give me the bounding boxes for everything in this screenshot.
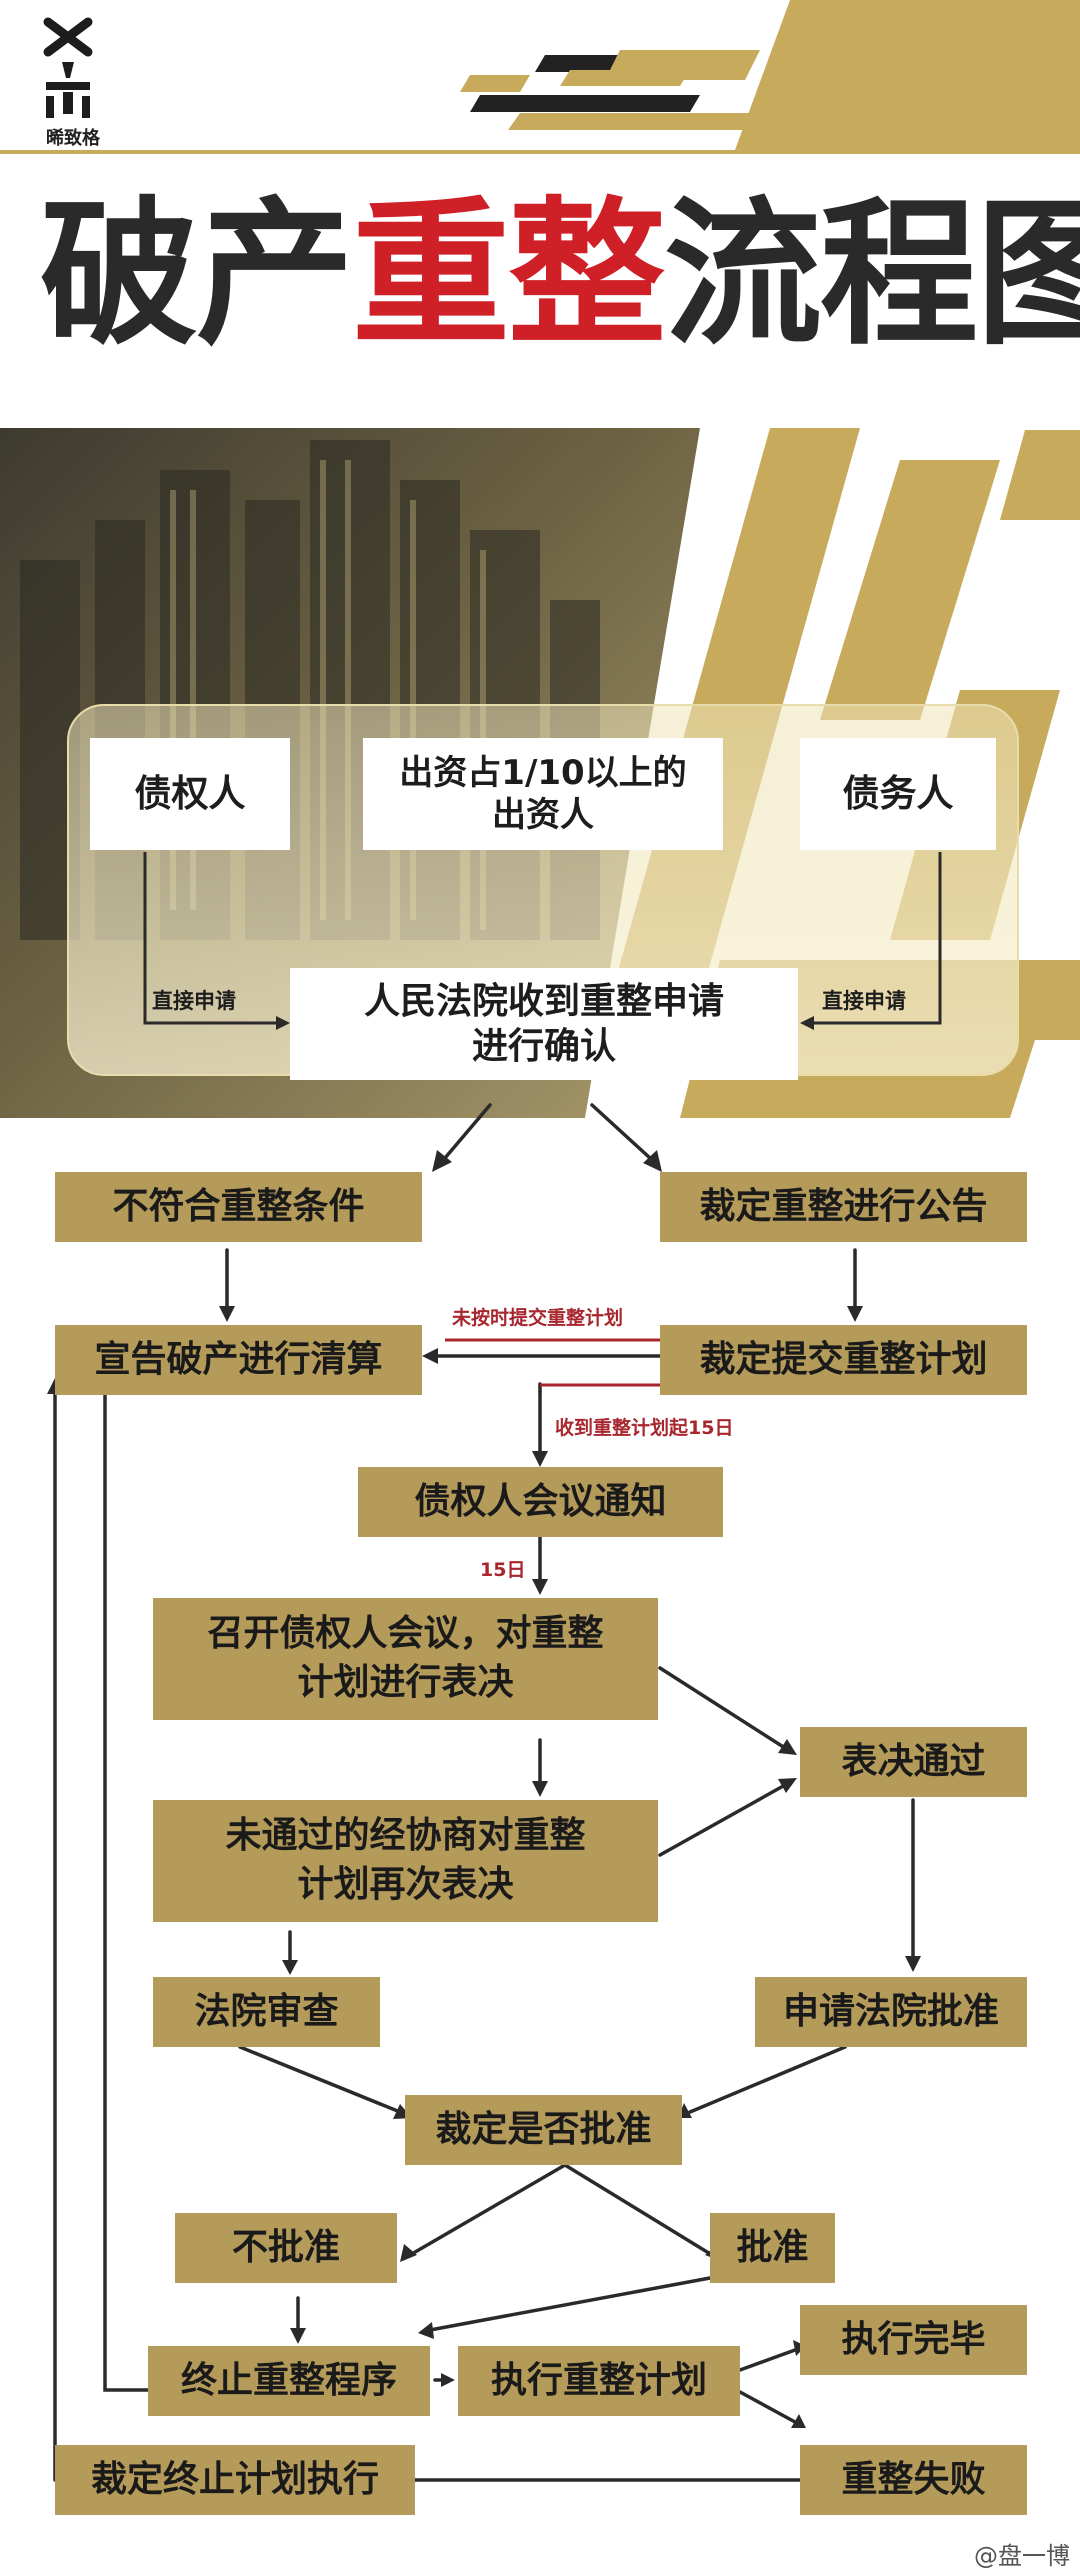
connector [103, 1388, 150, 2392]
title-part1: 破产 [40, 183, 354, 367]
page-title: 破产重整流程图 [40, 175, 1080, 375]
watermark: @盘一博 [974, 2542, 1070, 2570]
finished-box: 执行完毕 [800, 2305, 1027, 2375]
court-line2: 进行确认 [471, 1026, 616, 1067]
late-label: 未按时提交重整计划 [452, 1307, 624, 1329]
execute-box: 执行重整计划 [458, 2346, 740, 2416]
meeting-line1: 召开债权人会议，对重整 [207, 1613, 604, 1655]
connector [590, 1103, 652, 1160]
direct-apply-left: 直接申请 [152, 989, 236, 1013]
arrow-head [793, 2340, 806, 2356]
connector [658, 1783, 787, 1857]
header-stripe [508, 113, 760, 130]
connector [443, 1103, 492, 1160]
revote-line1: 未通过的经协商对重整 [225, 1815, 586, 1857]
arrow-head [532, 1579, 548, 1595]
debtor-box: 债务人 [800, 738, 996, 850]
terminate-box: 终止重整程序 [148, 2346, 430, 2416]
arrow-head [905, 1956, 921, 1972]
arrow-head [532, 1451, 548, 1467]
decor-stripe [1010, 1040, 1080, 1118]
connector [563, 2163, 714, 2257]
arrow-head [290, 2328, 306, 2344]
creditor-label: 债权人 [134, 771, 246, 815]
arrow-head [791, 2414, 806, 2428]
approved-box: 批准 [710, 2213, 835, 2283]
header-stripe [605, 50, 760, 80]
creditor-box: 债权人 [90, 738, 290, 850]
header-stripe [705, 0, 1080, 150]
arrow-head [400, 2244, 417, 2262]
passed-box: 表决通过 [800, 1727, 1027, 1797]
connector [738, 2390, 797, 2424]
connector [688, 2045, 847, 2114]
arrow-head [778, 1778, 797, 1793]
not-qualified-box: 不符合重整条件 [55, 1172, 422, 1242]
debtor-label: 债务人 [842, 771, 954, 815]
connector [658, 1666, 787, 1750]
connector [738, 2348, 797, 2372]
arrow-head [432, 1150, 452, 1172]
arrow-head [532, 1781, 548, 1797]
connector [238, 2045, 402, 2114]
failure-box: 重整失败 [800, 2445, 1027, 2515]
header-stripe [470, 95, 700, 112]
title-part3: 流程图 [664, 183, 1080, 367]
arrow-head [282, 1960, 298, 1975]
court-review-box: 法院审查 [153, 1977, 380, 2047]
court-receive-box: 人民法院收到重整申请 进行确认 [290, 968, 798, 1080]
logo-icon [43, 17, 93, 118]
revote-line2: 计划再次表决 [297, 1864, 514, 1905]
connector [408, 2163, 567, 2257]
decor-stripe [820, 460, 1000, 720]
connector [143, 852, 282, 1025]
ruling-box: 裁定是否批准 [405, 2095, 682, 2165]
court-line1: 人民法院收到重整申请 [363, 981, 724, 1022]
title-part2: 重整 [352, 183, 666, 367]
revote-box: 未通过的经协商对重整 计划再次表决 [153, 1800, 658, 1922]
investor-line1: 出资占1/10以上的 [399, 752, 687, 793]
meeting-box: 召开债权人会议，对重整 计划进行表决 [153, 1598, 658, 1720]
arrow-head [778, 1739, 797, 1755]
arrow-head [422, 1348, 438, 1364]
connector [428, 2276, 712, 2332]
apply-court-box: 申请法院批准 [755, 1977, 1027, 2047]
arrow-head [418, 2322, 434, 2339]
notify-box: 债权人会议通知 [358, 1467, 723, 1537]
not-approved-box: 不批准 [175, 2213, 397, 2283]
investor-box: 出资占1/10以上的 出资人 [363, 738, 723, 850]
connector [808, 852, 942, 1025]
header-divider [0, 150, 1080, 154]
meeting-line2: 计划进行表决 [297, 1662, 514, 1703]
days-15-label: 15日 [480, 1559, 526, 1581]
liquidation-box: 宣告破产进行清算 [55, 1325, 422, 1395]
arrow-head [643, 1150, 662, 1172]
arrow-head [219, 1306, 235, 1322]
decor-stripe [1000, 430, 1080, 520]
arrow-head [441, 2373, 455, 2387]
stop-execution-box: 裁定终止计划执行 [55, 2445, 415, 2515]
brand-name: 晞致格 [46, 128, 100, 149]
header-stripe [460, 75, 530, 92]
submit-plan-box: 裁定提交重整计划 [660, 1325, 1027, 1395]
announce-box: 裁定重整进行公告 [660, 1172, 1027, 1242]
within-15-label: 收到重整计划起15日 [555, 1417, 734, 1439]
direct-apply-right: 直接申请 [822, 989, 906, 1013]
investor-line2: 出资人 [492, 795, 594, 835]
arrow-head [847, 1306, 863, 1322]
